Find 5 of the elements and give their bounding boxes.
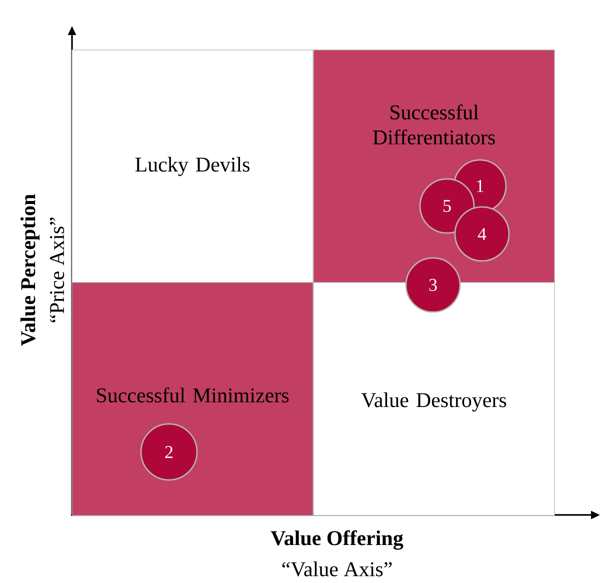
quadrant: Lucky Devils <box>72 50 314 284</box>
axis-label: Value Perception <box>20 194 40 346</box>
axis-label: Value Offering <box>270 530 404 550</box>
axis-label: “Price Axis” <box>50 218 64 322</box>
axis-label: “Value Axis” <box>282 562 392 576</box>
